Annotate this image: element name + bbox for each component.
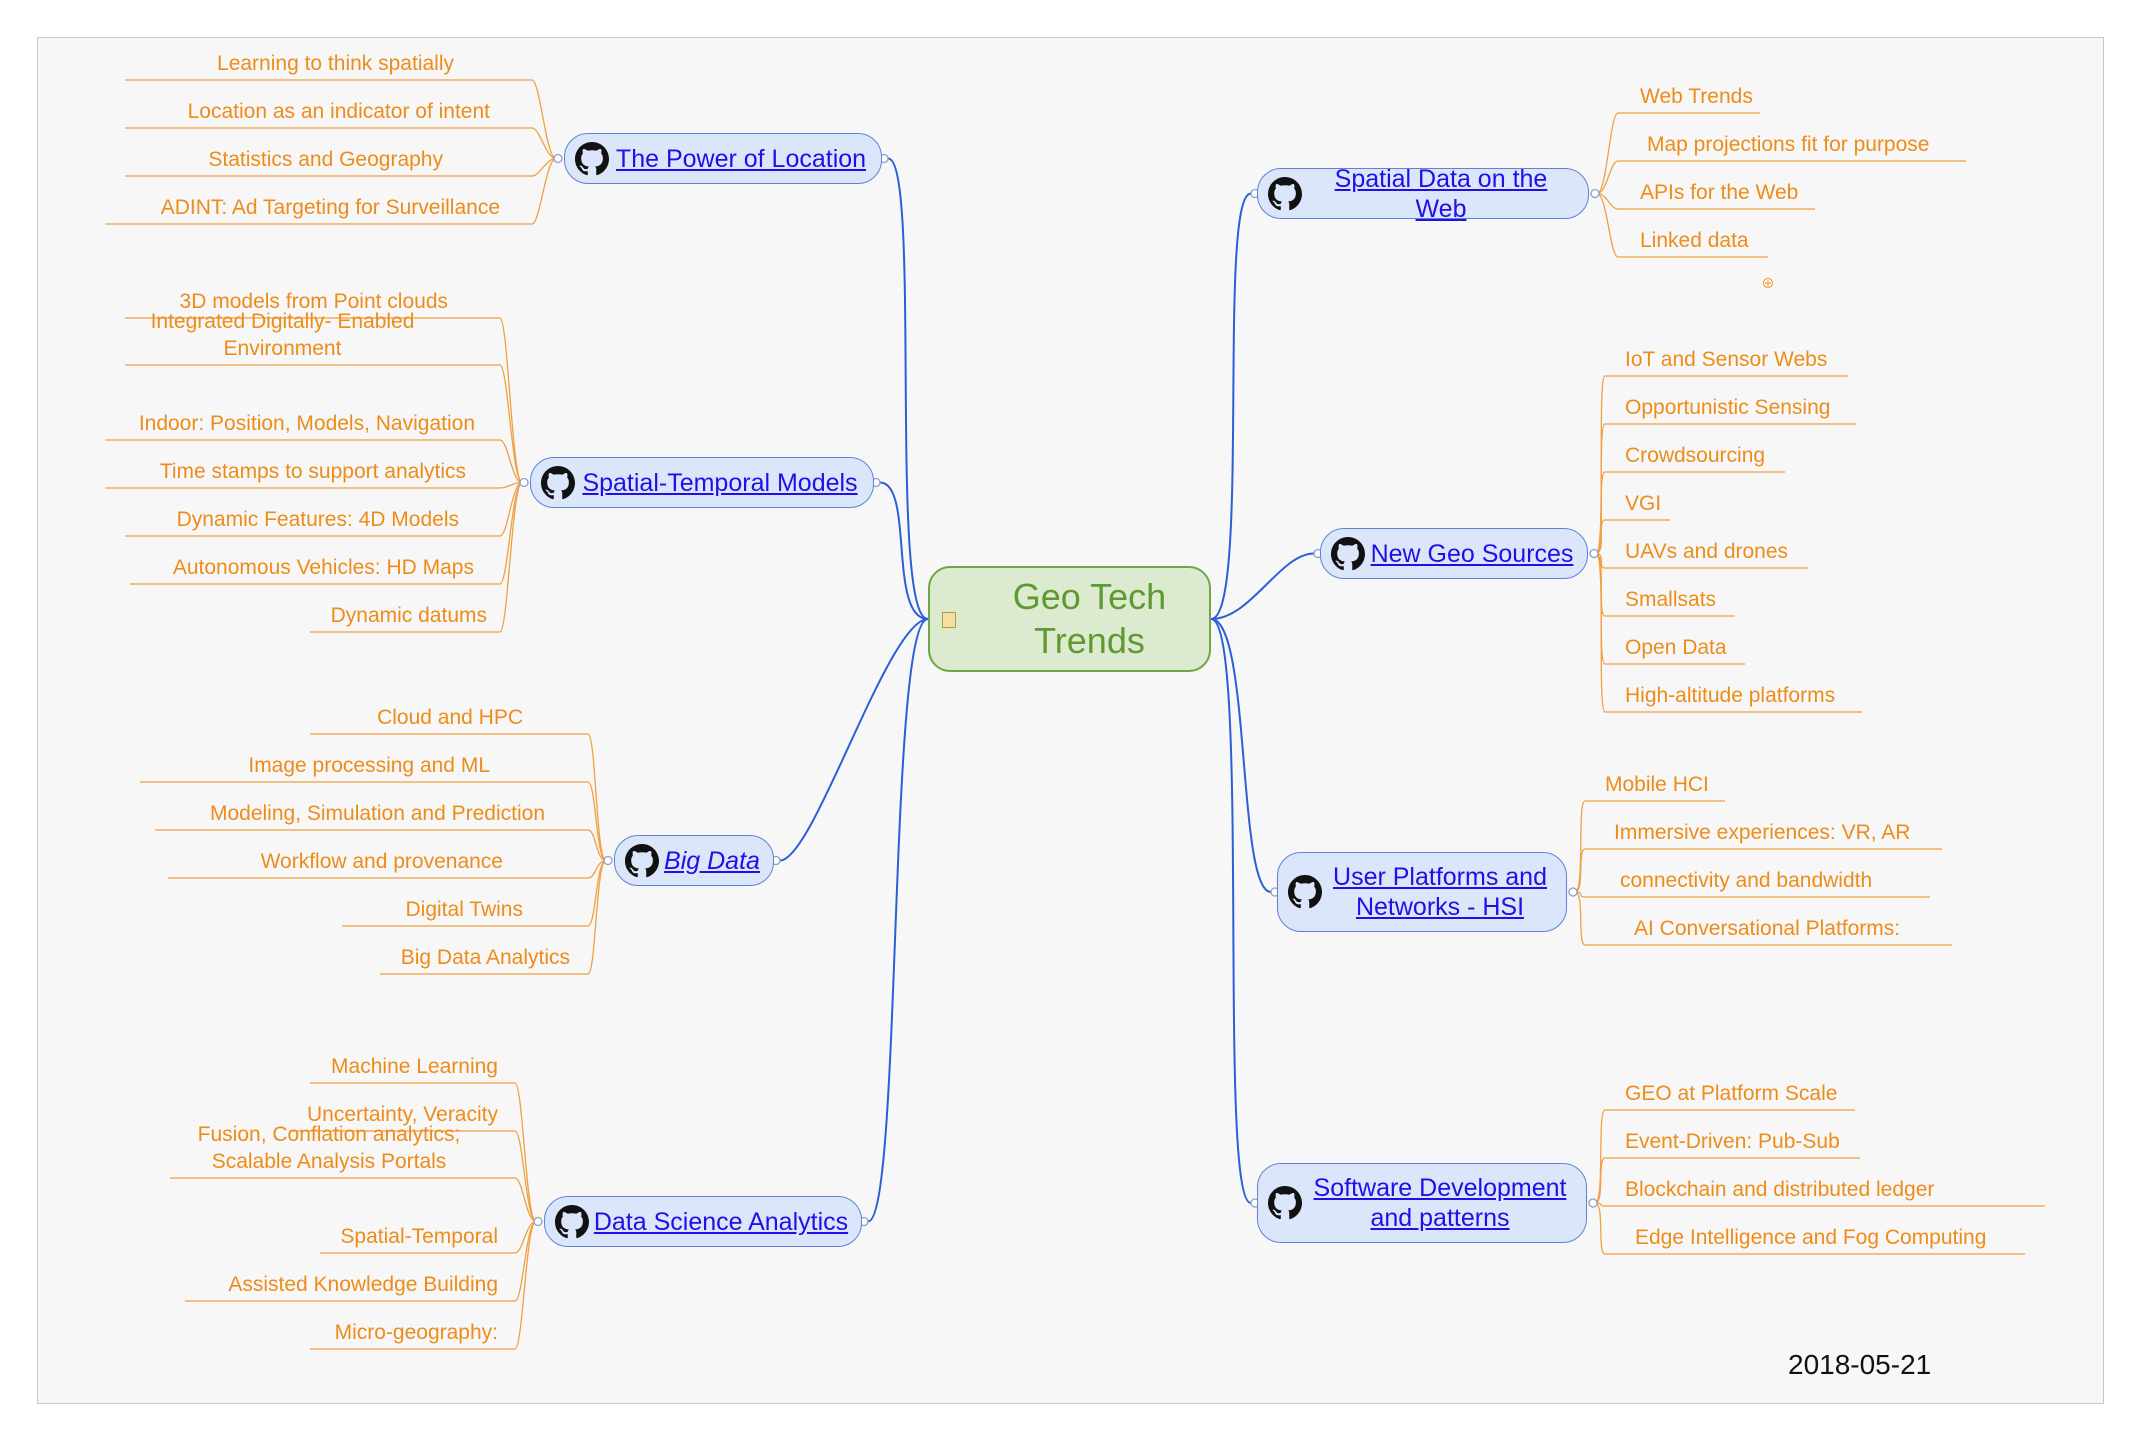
subtopic[interactable]: Machine Learning: [331, 1055, 498, 1078]
subtopic[interactable]: Immersive experiences: VR, AR: [1614, 821, 1911, 844]
branch-topic-link[interactable]: New Geo Sources: [1370, 539, 1574, 568]
subtopic[interactable]: Opportunistic Sensing: [1625, 396, 1831, 419]
subtopic[interactable]: Map projections fit for purpose: [1647, 133, 1930, 156]
github-icon[interactable]: [625, 843, 659, 878]
branch-topic-link[interactable]: Spatial-Temporal Models: [582, 468, 858, 497]
subtopic[interactable]: Dynamic Features: 4D Models: [176, 508, 459, 531]
subtopic[interactable]: Blockchain and distributed ledger: [1625, 1178, 1935, 1201]
mind-map-canvas: [37, 37, 2104, 1404]
subtopic[interactable]: Indoor: Position, Models, Navigation: [138, 412, 475, 435]
subtopic[interactable]: Big Data Analytics: [400, 946, 570, 969]
subtopic[interactable]: Edge Intelligence and Fog Computing: [1635, 1226, 1987, 1249]
branch-topic[interactable]: Spatial Data on the Web: [1257, 165, 1589, 223]
subtopic[interactable]: Spatial-Temporal: [340, 1225, 498, 1248]
subtopic[interactable]: IoT and Sensor Webs: [1625, 348, 1828, 371]
github-icon[interactable]: [1331, 536, 1365, 571]
subtopic[interactable]: Integrated Digitally- Enabled Environmen…: [150, 310, 415, 360]
subtopic[interactable]: Assisted Knowledge Building: [228, 1273, 498, 1296]
branch-topic[interactable]: New Geo Sources: [1320, 528, 1588, 579]
branch-topic-link[interactable]: Spatial Data on the Web: [1334, 164, 1548, 223]
subtopic[interactable]: Dynamic datums: [330, 604, 487, 627]
subtopic[interactable]: Fusion, Conflation analytics; Scalable A…: [197, 1123, 461, 1173]
subtopic[interactable]: Time stamps to support analytics: [159, 460, 466, 483]
subtopic[interactable]: VGI: [1625, 492, 1662, 515]
central-topic-label: Geo Tech Trends: [1012, 576, 1167, 661]
subtopic[interactable]: Modeling, Simulation and Prediction: [209, 802, 545, 825]
branch-topic-link[interactable]: The Power of Location: [615, 144, 867, 173]
subtopic[interactable]: Autonomous Vehicles: HD Maps: [172, 556, 474, 579]
branch-topic[interactable]: User Platforms and Networks - HSI: [1277, 852, 1567, 932]
subtopic[interactable]: Image processing and ML: [248, 754, 490, 777]
subtopic[interactable]: connectivity and bandwidth: [1620, 869, 1873, 892]
github-icon[interactable]: [1288, 875, 1322, 909]
subtopic[interactable]: Workflow and provenance: [260, 850, 503, 873]
branch-topic-link[interactable]: Big Data: [664, 846, 760, 875]
subtopic[interactable]: Micro-geography:: [334, 1321, 498, 1344]
subtopic[interactable]: GEO at Platform Scale: [1625, 1082, 1838, 1105]
github-icon[interactable]: [555, 1204, 589, 1239]
subtopic[interactable]: Learning to think spatially: [217, 52, 454, 75]
subtopic[interactable]: UAVs and drones: [1625, 540, 1789, 563]
github-icon[interactable]: [1268, 176, 1302, 211]
subtopic[interactable]: AI Conversational Platforms:: [1634, 917, 1901, 940]
subtopic[interactable]: ADINT: Ad Targeting for Surveillance: [160, 196, 500, 219]
branch-topic-link[interactable]: Data Science Analytics: [593, 1207, 849, 1236]
subtopic[interactable]: Statistics and Geography: [208, 148, 443, 171]
note-icon: [942, 612, 956, 628]
subtopic[interactable]: Open Data: [1625, 636, 1727, 659]
branch-topic[interactable]: Data Science Analytics: [544, 1196, 862, 1247]
branch-topic[interactable]: Big Data: [614, 835, 774, 886]
subtopic[interactable]: APIs for the Web: [1640, 181, 1799, 204]
subtopic[interactable]: Crowdsourcing: [1625, 444, 1766, 467]
subtopic[interactable]: Cloud and HPC: [377, 706, 523, 729]
subtopic[interactable]: Web Trends: [1640, 85, 1753, 108]
branch-topic[interactable]: Spatial-Temporal Models: [530, 457, 874, 508]
branch-topic-link[interactable]: Software Development and patterns: [1313, 1174, 1567, 1232]
branch-topic[interactable]: Software Development and patterns: [1257, 1163, 1587, 1243]
branch-topic-link[interactable]: User Platforms and Networks - HSI: [1333, 863, 1547, 921]
github-icon[interactable]: [575, 141, 609, 176]
subtopic[interactable]: Location as an indicator of intent: [187, 100, 490, 123]
central-topic[interactable]: Geo Tech Trends: [928, 566, 1211, 672]
subtopic[interactable]: Event-Driven: Pub-Sub: [1625, 1130, 1840, 1153]
github-icon[interactable]: [541, 465, 575, 500]
branch-topic[interactable]: The Power of Location: [564, 133, 882, 184]
subtopic[interactable]: Digital Twins: [405, 898, 524, 921]
subtopic[interactable]: Smallsats: [1625, 588, 1717, 611]
subtopic[interactable]: Uncertainty, Veracity: [306, 1103, 498, 1126]
subtopic[interactable]: High-altitude platforms: [1625, 684, 1836, 707]
subtopic[interactable]: Linked data: [1640, 229, 1749, 252]
subtopic[interactable]: Mobile HCI: [1605, 773, 1709, 796]
date-label: 2018-05-21: [1788, 1349, 1932, 1380]
github-icon[interactable]: [1268, 1186, 1302, 1220]
subtopic[interactable]: 3D models from Point clouds: [179, 290, 448, 313]
